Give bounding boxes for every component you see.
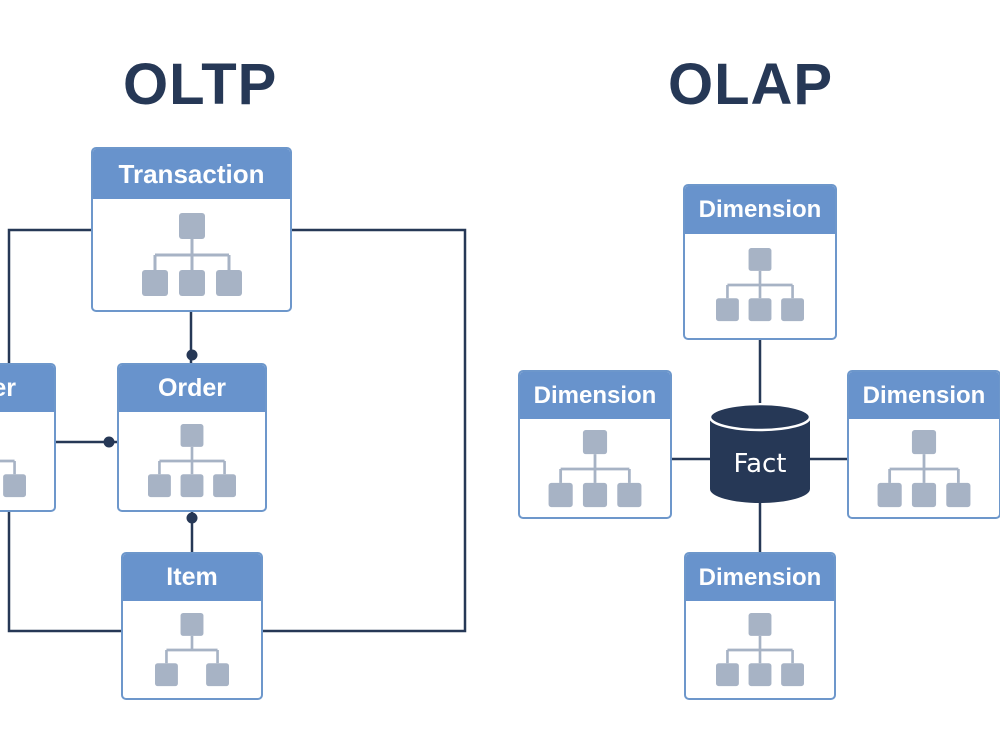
dimension-top[interactable]: Dimension <box>683 184 837 340</box>
fact-table[interactable]: Fact <box>708 402 812 507</box>
fact-label: Fact <box>733 449 787 479</box>
transaction-table[interactable]: Transaction <box>91 147 292 312</box>
dimension-left[interactable]: Dimension <box>518 370 672 519</box>
transaction-order-endpoint <box>186 349 198 361</box>
hierarchy-icon <box>0 459 26 498</box>
order-table-header: Order <box>119 365 265 412</box>
hierarchy-icon <box>155 613 229 687</box>
oltp-title: OLTP <box>123 52 278 117</box>
order-table-left[interactable]: Order <box>0 363 56 512</box>
item-table[interactable]: Item <box>121 552 263 700</box>
item-table-header: Item <box>123 554 261 601</box>
olap-title: OLAP <box>668 52 834 117</box>
dimension-bottom-header: Dimension <box>686 554 834 601</box>
order-table[interactable]: Order <box>117 363 267 512</box>
hierarchy-icon <box>141 213 242 296</box>
dimension-top-header: Dimension <box>685 186 835 234</box>
hierarchy-icon <box>716 248 804 322</box>
hierarchy-icon <box>148 424 236 498</box>
hierarchy-icon <box>548 430 642 508</box>
hierarchy-icon <box>716 613 804 687</box>
dimension-right-header: Dimension <box>849 372 999 419</box>
dimension-left-header: Dimension <box>520 372 670 419</box>
hierarchy-icon <box>877 430 971 508</box>
transaction-table-header: Transaction <box>93 149 290 199</box>
dimension-right[interactable]: Dimension <box>847 370 1000 519</box>
order-order-endpoint <box>103 436 115 448</box>
cylinder-icon <box>708 402 812 503</box>
dimension-bottom[interactable]: Dimension <box>684 552 836 700</box>
order-table-left-header: Order <box>0 365 54 412</box>
order-item-endpoint <box>186 512 198 524</box>
